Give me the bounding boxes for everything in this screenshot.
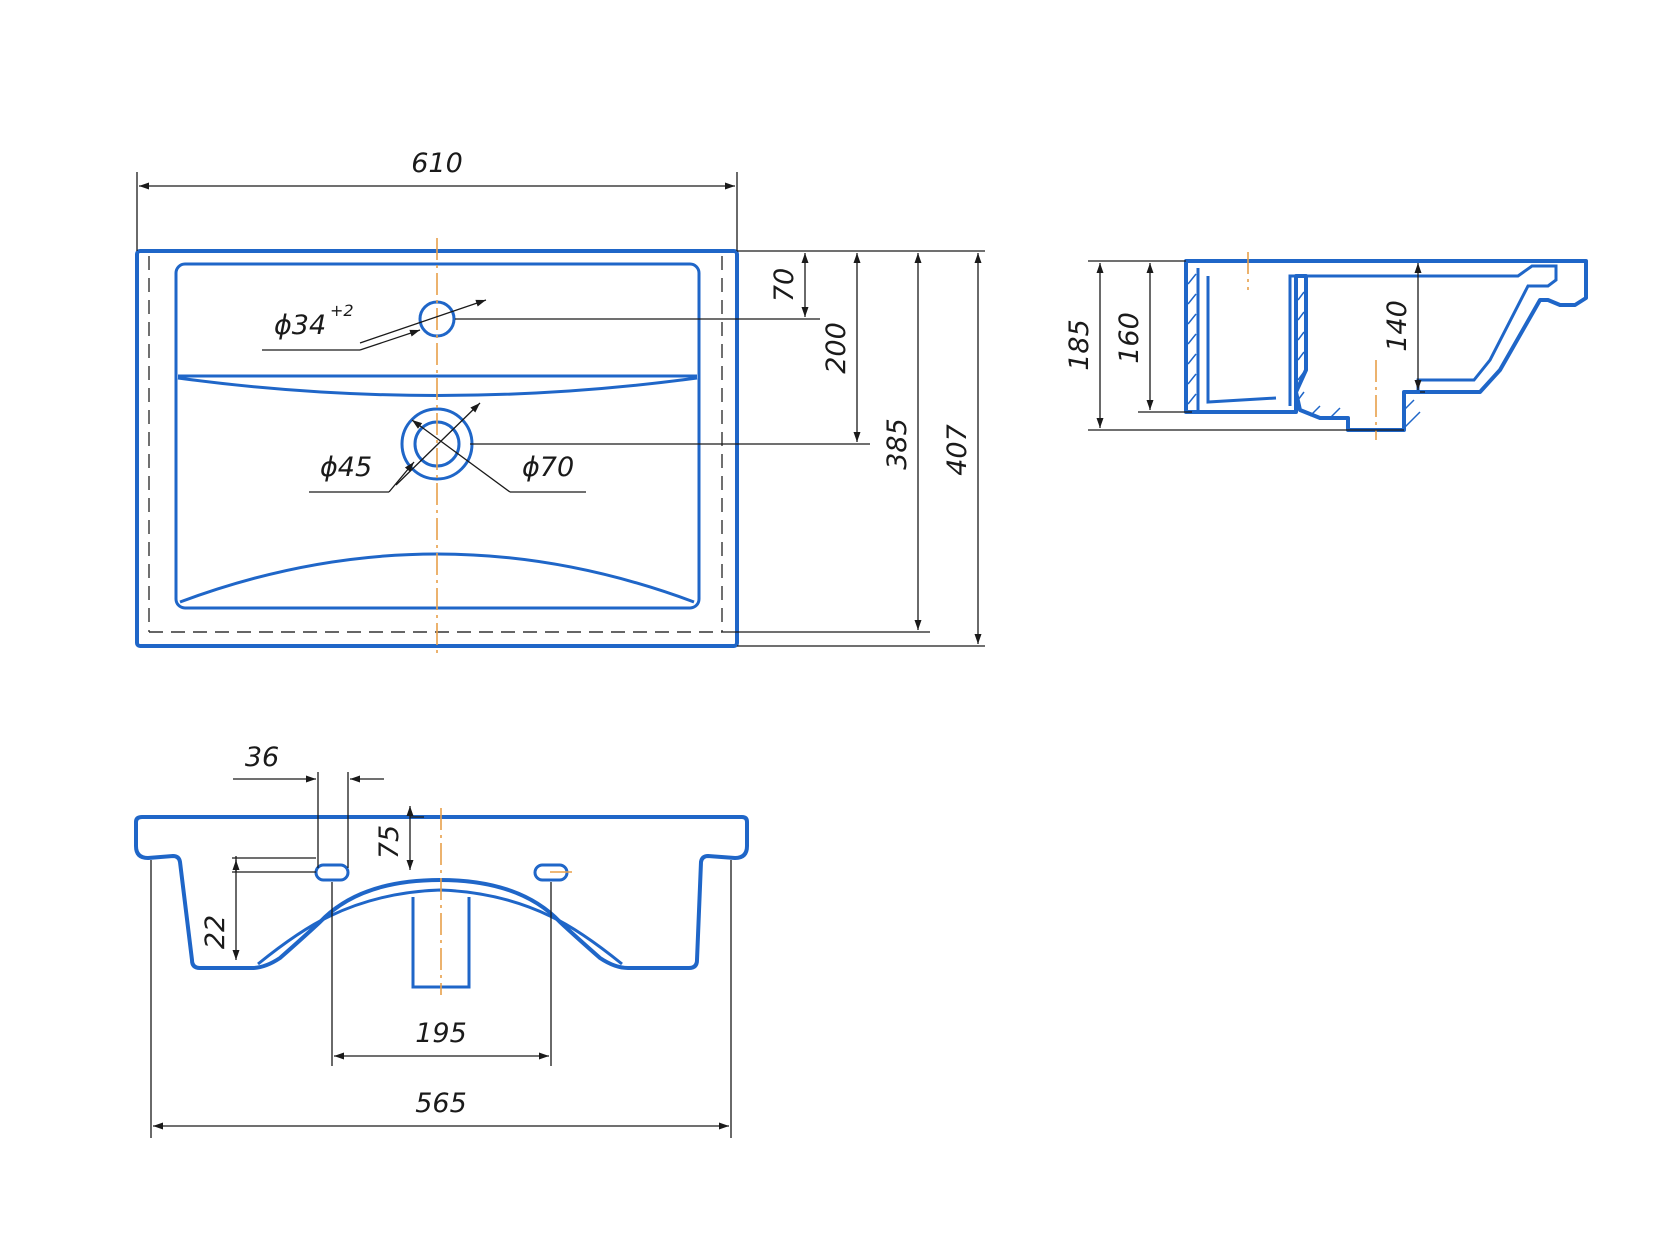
tap-hole-tolerance: +2 (330, 301, 354, 320)
dim-label-36: 36 (245, 742, 279, 773)
front-profile-outline (134, 815, 749, 970)
drain-inner-leader (395, 402, 481, 486)
dim-label-70: 70 (769, 268, 800, 302)
dim-label-200: 200 (821, 322, 852, 374)
side-inner-bowl (1306, 264, 1558, 392)
tap-hole-leader (359, 299, 487, 344)
drain-outer-leader (411, 419, 511, 493)
side-view: 185 160 140 (1064, 252, 1588, 440)
dim-label-75: 75 (374, 825, 405, 859)
dim-label-140: 140 (1382, 300, 1413, 352)
top-view: 610 70 200 385 407 ϕ34 +2 ϕ45 ϕ70 (135, 148, 985, 655)
side-profile-outline (1184, 259, 1588, 432)
dim-label-195: 195 (415, 1018, 467, 1049)
dim-label-22: 22 (200, 915, 231, 949)
drain-outer-label: ϕ70 (522, 452, 574, 483)
overflow-slot-left (314, 863, 350, 882)
side-hatch (1187, 273, 1421, 429)
side-inner-wall (1196, 268, 1296, 412)
tap-hole-label: ϕ34 (274, 310, 326, 341)
drain-inner-label: ϕ45 (320, 452, 372, 483)
dim-label-185: 185 (1064, 319, 1095, 371)
dim-label-385: 385 (882, 418, 913, 470)
dim-label-160: 160 (1114, 312, 1145, 364)
dim-label-565: 565 (415, 1088, 467, 1119)
dim-label-407: 407 (942, 424, 973, 476)
dim-label-610: 610 (411, 148, 463, 179)
front-view: 36 75 22 195 565 (134, 742, 749, 1138)
front-bowl-curve (257, 888, 623, 966)
